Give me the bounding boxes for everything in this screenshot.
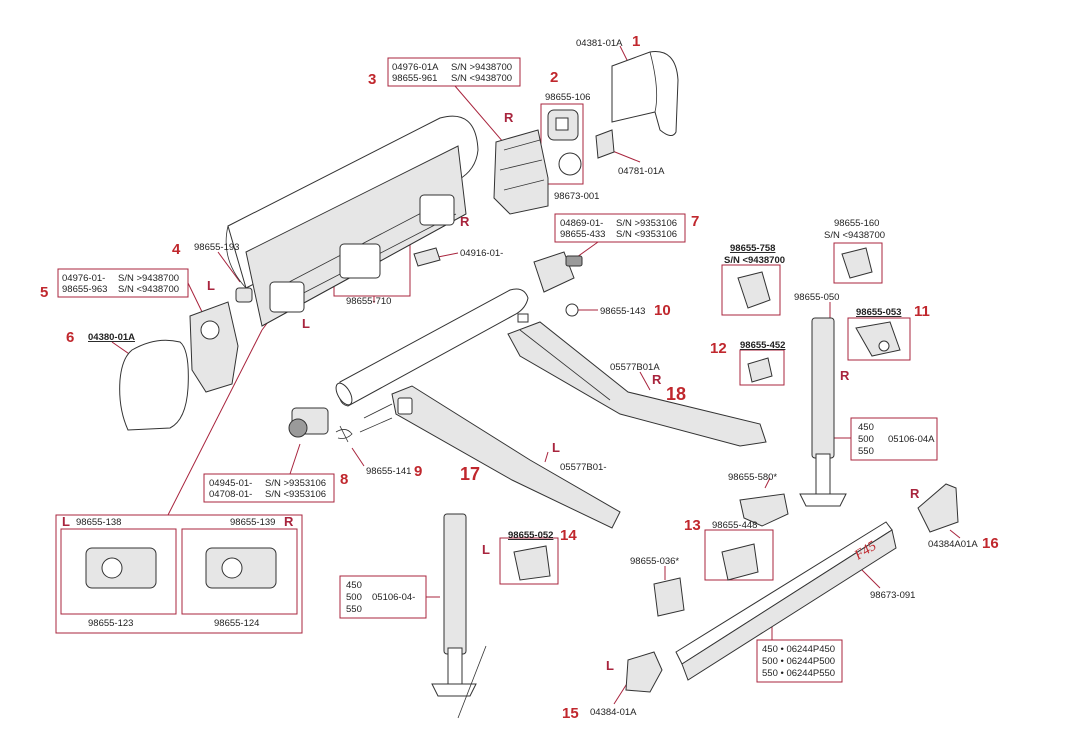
- label-98655-050: 98655-050: [794, 292, 839, 303]
- label-98655-124: 98655-124: [214, 618, 259, 629]
- callout-4: 4: [172, 241, 181, 258]
- label-98655-143: 98655-143: [600, 306, 645, 317]
- label-04380-01A: 04380-01A: [88, 332, 135, 343]
- label-98655-139: 98655-139: [230, 517, 275, 528]
- label-04384-01A: 04384-01A: [590, 707, 637, 718]
- leg-right-code: 05106-04A: [888, 434, 935, 445]
- label-c5-sn2: S/N <9438700: [118, 284, 179, 295]
- side-l-endcap: L: [606, 658, 614, 673]
- label-98655-580: 98655-580*: [728, 472, 777, 483]
- side-markers: R R L L R L R R L L L R: [62, 110, 920, 673]
- label-758-sn: S/N <9438700: [724, 255, 785, 266]
- bar-size-500: 500 • 06244P500: [762, 656, 835, 667]
- side-r-arm: R: [652, 372, 662, 387]
- leg-right-size-450: 450: [858, 422, 874, 433]
- callout-5: 5: [40, 284, 48, 301]
- label-98655-053: 98655-053: [856, 307, 901, 318]
- callout-11: 11: [914, 303, 930, 320]
- side-r-leg: R: [840, 368, 850, 383]
- callout-17: 17: [460, 464, 480, 484]
- side-l-bracket: L: [482, 542, 490, 557]
- label-160-sn: S/N <9438700: [824, 230, 885, 241]
- label-98655-758: 98655-758: [730, 243, 775, 254]
- label-98655-433: 98655-433: [560, 229, 605, 240]
- label-c5-sn1: S/N >9438700: [118, 273, 179, 284]
- label-98655-106: 98655-106: [545, 92, 590, 103]
- label-98655-123: 98655-123: [88, 618, 133, 629]
- callout-9: 9: [414, 463, 422, 480]
- leg-right-size-550: 550: [858, 446, 874, 457]
- part-drawings: [85, 51, 959, 719]
- label-04384A01A: 04384A01A: [928, 539, 978, 550]
- callout-3: 3: [368, 71, 376, 88]
- label-c3-sn2: S/N <9438700: [451, 73, 512, 84]
- label-04708-01-: 04708-01-: [209, 489, 252, 500]
- label-98655-710: 98655-710: [346, 296, 391, 307]
- callout-15: 15: [562, 705, 579, 722]
- leg-right-size-500: 500: [858, 434, 874, 445]
- part-labels: 04381-01A 1 2 98655-106 98673-001 04781-…: [40, 33, 999, 722]
- callout-12: 12: [710, 340, 727, 357]
- label-98655-138: 98655-138: [76, 517, 121, 528]
- side-r-endcap: R: [910, 486, 920, 501]
- label-c3-sn1: S/N >9438700: [451, 62, 512, 73]
- label-98655-141: 98655-141: [366, 466, 411, 477]
- side-r-detail: R: [284, 514, 294, 529]
- label-c8-sn1: S/N >9353106: [265, 478, 326, 489]
- callout-14: 14: [560, 527, 577, 544]
- callout-6: 6: [66, 329, 74, 346]
- label-c8-sn2: S/N <9353106: [265, 489, 326, 500]
- side-l-arm: L: [552, 440, 560, 455]
- callout-8: 8: [340, 471, 348, 488]
- callout-10: 10: [654, 302, 671, 319]
- label-04976-01-: 04976-01-: [62, 273, 105, 284]
- label-04781-01A: 04781-01A: [618, 166, 665, 177]
- label-98655-160: 98655-160: [834, 218, 879, 229]
- label-98655-036: 98655-036*: [630, 556, 679, 567]
- callout-7: 7: [691, 213, 699, 230]
- callout-13: 13: [684, 517, 701, 534]
- side-l-detail: L: [62, 514, 70, 529]
- label-98655-452: 98655-452: [740, 340, 785, 351]
- label-04381-01A: 04381-01A: [576, 38, 623, 49]
- label-98655-961: 98655-961: [392, 73, 437, 84]
- leg-left-size-500: 500: [346, 592, 362, 603]
- label-05577B01A: 05577B01A: [610, 362, 660, 373]
- side-r-end-housing: R: [504, 110, 514, 125]
- callout-1: 1: [632, 33, 640, 50]
- label-04945-01-: 04945-01-: [209, 478, 252, 489]
- label-04976-01A: 04976-01A: [392, 62, 439, 73]
- callout-2: 2: [550, 69, 558, 86]
- callout-18: 18: [666, 384, 686, 404]
- leg-left-size-550: 550: [346, 604, 362, 615]
- label-98655-193: 98655-193: [194, 242, 239, 253]
- label-04869-01-: 04869-01-: [560, 218, 603, 229]
- label-98655-052: 98655-052: [508, 530, 553, 541]
- bar-size-550: 550 • 06244P550: [762, 668, 835, 679]
- side-l-roller: L: [302, 316, 310, 331]
- label-98673-001: 98673-001: [554, 191, 599, 202]
- label-04916-01-: 04916-01-: [460, 248, 503, 259]
- leg-left-size-450: 450: [346, 580, 362, 591]
- bar-size-450: 450 • 06244P450: [762, 644, 835, 655]
- label-98673-091: 98673-091: [870, 590, 915, 601]
- label-c7-sn1: S/N >9353106: [616, 218, 677, 229]
- leg-left-code: 05106-04-: [372, 592, 415, 603]
- label-98655-448: 98655-448: [712, 520, 757, 531]
- label-c7-sn2: S/N <9353106: [616, 229, 677, 240]
- side-r-roller: R: [460, 214, 470, 229]
- callout-16: 16: [982, 535, 999, 552]
- label-98655-963: 98655-963: [62, 284, 107, 295]
- label-05577B01-: 05577B01-: [560, 462, 606, 473]
- side-l-end-housing: L: [207, 278, 215, 293]
